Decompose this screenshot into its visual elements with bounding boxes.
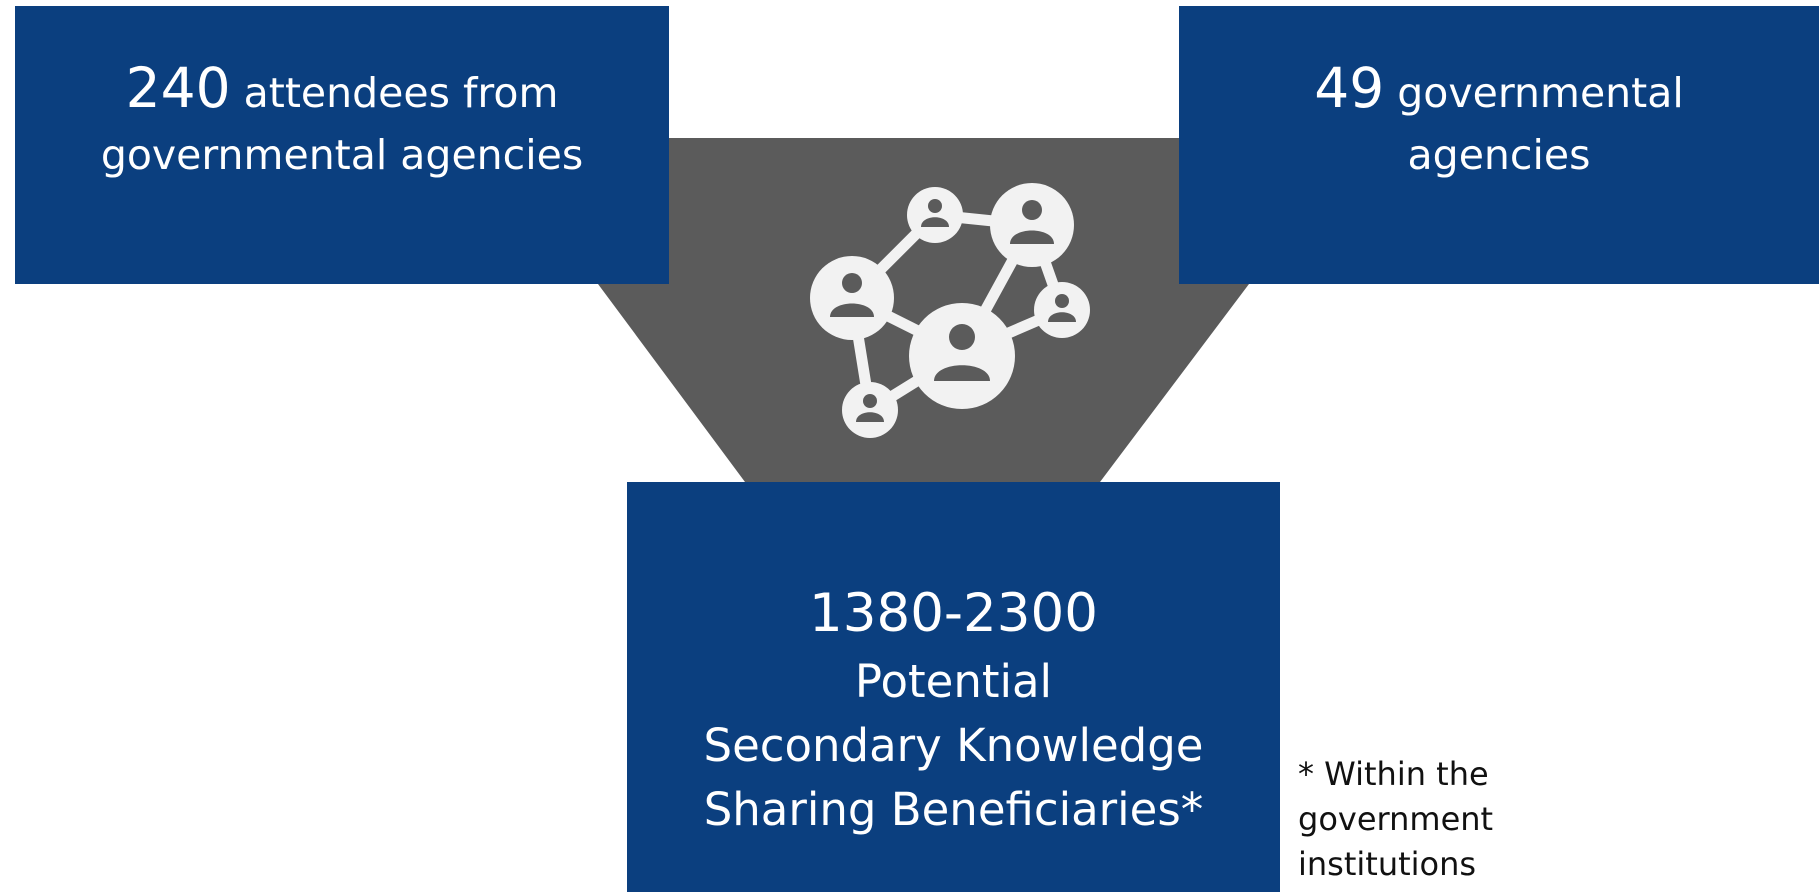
agencies-count: 49	[1314, 55, 1385, 120]
agencies-box: 49 governmental agencies	[1179, 6, 1819, 284]
person-node-large	[909, 303, 1015, 409]
beneficiaries-label-1: Potential	[854, 655, 1053, 708]
attendees-count: 240	[125, 55, 231, 120]
footnote-line-2: government	[1298, 800, 1494, 838]
attendees-label-2: governmental agencies	[100, 130, 584, 179]
beneficiaries-label-3: Sharing Beneficiaries*	[703, 783, 1204, 836]
agencies-line-1: 49 governmental	[1314, 57, 1684, 124]
attendees-line-1: 240 attendees from	[126, 57, 559, 124]
person-node-top-right	[990, 183, 1074, 267]
attendees-box: 240 attendees from governmental agencies	[15, 6, 669, 284]
attendees-label-1: attendees from	[243, 68, 559, 117]
person-node-bottom	[842, 382, 898, 438]
agencies-label-2: agencies	[1407, 130, 1591, 179]
beneficiaries-label-2: Secondary Knowledge	[703, 719, 1204, 772]
beneficiaries-box: 1380-2300 Potential Secondary Knowledge …	[627, 482, 1280, 892]
people-network-icon	[810, 183, 1090, 438]
footnote-line-3: institutions	[1298, 845, 1477, 883]
agencies-label-1: governmental	[1397, 68, 1684, 117]
beneficiaries-range: 1380-2300	[809, 583, 1098, 644]
person-node-top	[907, 187, 963, 243]
footnote: * Within the government institutions	[1298, 752, 1493, 887]
person-node-right	[1034, 282, 1090, 338]
funnel-shape	[598, 138, 1249, 482]
person-node-left	[810, 256, 894, 340]
footnote-line-1: * Within the	[1298, 755, 1489, 793]
